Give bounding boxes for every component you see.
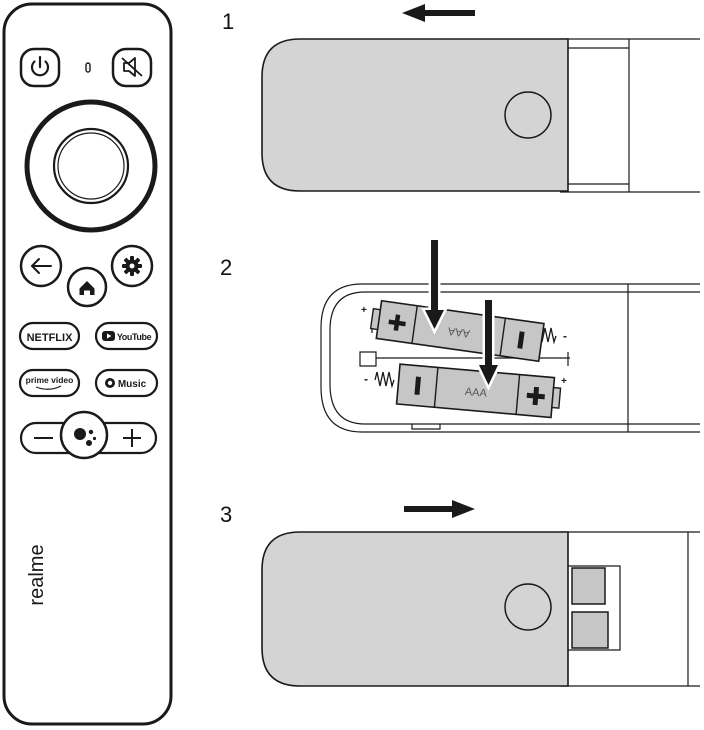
battery-end-top [571, 567, 606, 605]
prime-video-label: prime video [26, 375, 74, 385]
battery-top: AAA [369, 299, 545, 363]
prime-video-button: prime video [18, 368, 81, 398]
battery-top-minus-icon [517, 331, 525, 349]
music-button: Music [94, 368, 159, 398]
cover-grip-circle-3 [504, 583, 552, 631]
cover-grip-circle [504, 91, 552, 139]
polarity-minus-left: - [364, 372, 368, 386]
slide-left-arrow-icon [402, 4, 475, 22]
remote-control: NETFLIX YouTube prime video Music [2, 2, 173, 726]
battery-top-plus-icon [388, 314, 406, 331]
home-button [66, 266, 108, 308]
spring-bottom [374, 371, 395, 389]
netflix-label: NETFLIX [27, 332, 73, 344]
polarity-plus-right: + [561, 376, 567, 387]
battery-cover [261, 38, 569, 192]
back-button [19, 244, 63, 288]
insert-arrow-1-icon [420, 237, 449, 335]
step-2-insert-batteries: AAA AAA + - - + [320, 237, 700, 433]
remote-brand-label: realme [26, 544, 48, 605]
battery-top-label: AAA [447, 324, 471, 339]
netflix-button: NETFLIX [18, 321, 81, 351]
prime-smile-icon [35, 385, 62, 390]
volume-rocker [19, 410, 158, 460]
google-assistant-icon [74, 428, 97, 446]
youtube-button: YouTube [94, 321, 159, 351]
home-icon [79, 281, 95, 295]
polarity-minus-right: - [563, 329, 567, 343]
youtube-label: YouTube [117, 332, 152, 342]
insert-arrow-2-icon [475, 297, 502, 391]
led-indicator [85, 62, 91, 73]
power-button [19, 47, 61, 88]
battery-cover-closed [261, 531, 569, 687]
polarity-plus-left: + [361, 305, 367, 316]
back-icon [31, 258, 52, 274]
mute-button [111, 47, 153, 88]
dpad [24, 99, 158, 233]
mute-icon [121, 57, 143, 77]
battery-end-bottom [571, 611, 609, 649]
settings-button [110, 244, 154, 288]
power-icon [30, 55, 50, 77]
battery-bottom-plus-icon [526, 386, 545, 406]
ok-button [52, 127, 130, 205]
remote-back-outline [560, 38, 700, 193]
plus-icon [123, 429, 141, 447]
remote-back-outline-3 [560, 531, 700, 687]
step-1-number: 1 [222, 9, 234, 34]
battery-bottom-minus-icon [414, 376, 422, 395]
battery-bottom: AAA [395, 363, 562, 419]
slide-right-arrow-icon [404, 500, 475, 518]
step-3-replace-cover [261, 500, 700, 687]
step-2-number: 2 [220, 255, 232, 280]
step-1-remove-cover [261, 4, 700, 193]
settings-icon [122, 256, 142, 276]
battery-bottom-label: AAA [464, 386, 488, 400]
step-3-number: 3 [220, 502, 232, 527]
music-label: Music [118, 379, 147, 390]
